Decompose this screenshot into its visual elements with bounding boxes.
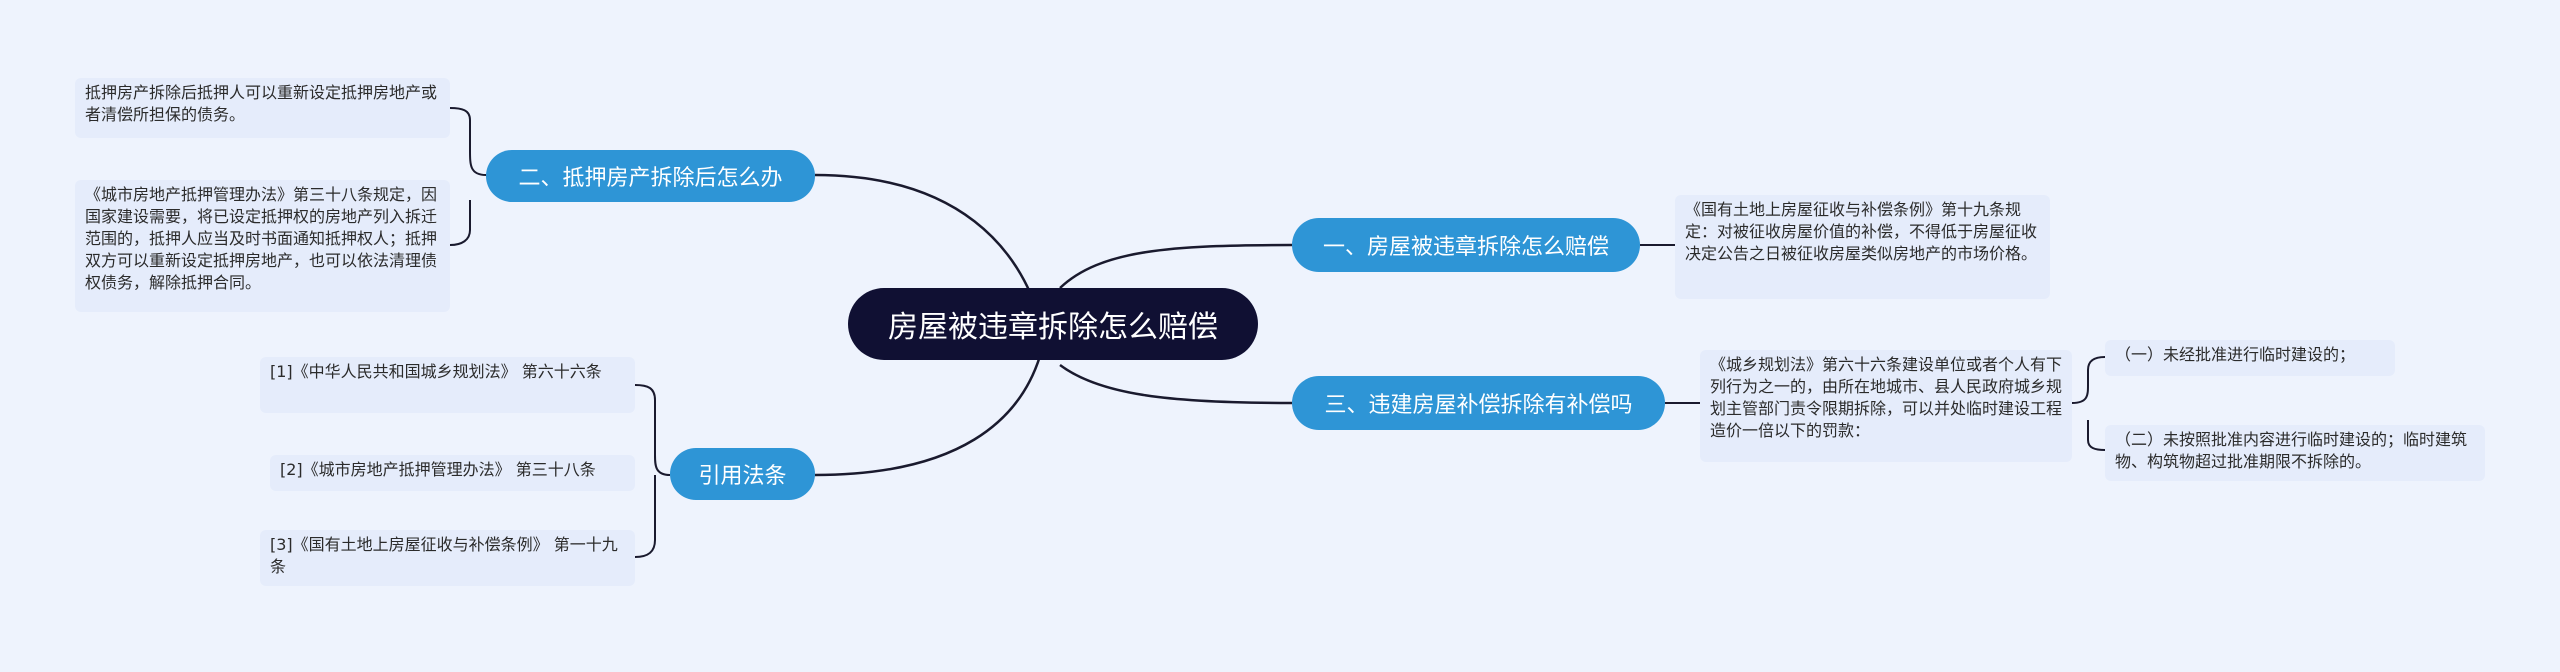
leaf-mortgage-reset: 抵押房产拆除后抵押人可以重新设定抵押房地产或者清偿所担保的债务。	[75, 78, 450, 138]
leaf-mortgage-article-38: 《城市房地产抵押管理办法》第三十八条规定，因国家建设需要，将已设定抵押权的房地产…	[75, 180, 450, 312]
leaf-unapproved-temporary-construction: （一）未经批准进行临时建设的；	[2105, 340, 2395, 376]
leaf-citation-1: [1]《中华人民共和国城乡规划法》 第六十六条	[260, 357, 635, 413]
leaf-planning-law-article-66: 《城乡规划法》第六十六条建设单位或者个人有下列行为之一的，由所在地城市、县人民政…	[1700, 350, 2072, 462]
leaf-citation-3: [3]《国有土地上房屋征收与补偿条例》 第一十九条	[260, 530, 635, 586]
branch-compensation[interactable]: 一、房屋被违章拆除怎么赔偿	[1292, 218, 1640, 272]
bracket-l3	[2071, 356, 2106, 451]
leaf-unapproved-content-overdue: （二）未按照批准内容进行临时建设的；临时建筑物、构筑物超过批准期限不拆除的。	[2105, 425, 2485, 481]
link-root-b4	[814, 355, 1042, 477]
link-root-b3	[1059, 363, 1293, 405]
leaf-citation-2: [2]《城市房地产抵押管理办法》 第三十八条	[270, 455, 635, 491]
root-topic[interactable]: 房屋被违章拆除怎么赔偿	[848, 288, 1258, 360]
branch-illegal-building-compensation[interactable]: 三、违建房屋补偿拆除有补偿吗	[1292, 376, 1665, 430]
branch-mortgage-demolition[interactable]: 二、抵押房产拆除后怎么办	[486, 150, 815, 202]
branch-cited-laws[interactable]: 引用法条	[670, 448, 815, 500]
link-root-b1	[1059, 243, 1293, 289]
bracket-b2	[449, 107, 487, 246]
leaf-article-19-compensation: 《国有土地上房屋征收与补偿条例》第十九条规定：对被征收房屋价值的补偿，不得低于房…	[1675, 195, 2050, 299]
bracket-b4	[634, 384, 671, 558]
